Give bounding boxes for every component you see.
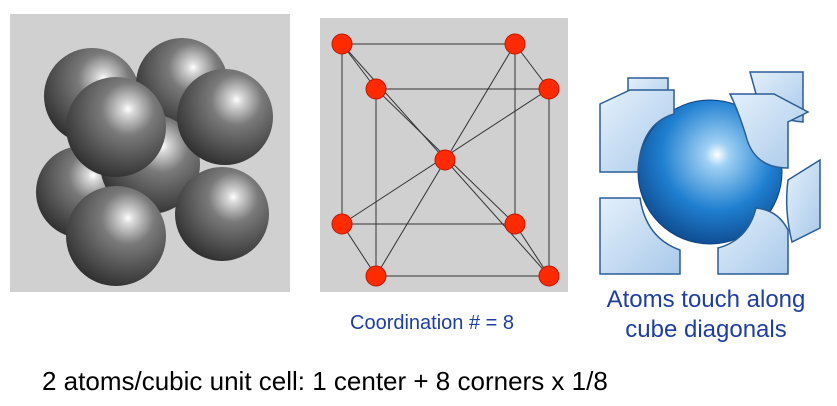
- coordination-caption: Coordination # = 8: [350, 312, 515, 334]
- lattice-point-back-bottom-right: [504, 213, 526, 235]
- atoms-touch-caption-line1: Atoms touch along: [606, 286, 806, 313]
- corner-front-top-right: [728, 93, 810, 169]
- lattice-point-model: [320, 18, 568, 292]
- sphere-front-top-left: [66, 77, 166, 177]
- corner-front-bottom-left: [599, 197, 681, 275]
- lattice-point-front-top-left: [365, 78, 387, 100]
- lattice-point-back-top-right: [504, 33, 526, 55]
- lattice-point-back-bottom-left: [331, 213, 353, 235]
- sphere-front-bottom-left: [66, 186, 166, 286]
- lattice-point-front-bottom-left: [365, 265, 387, 287]
- corner-front-top-left: [599, 89, 675, 173]
- atoms-touch-caption: Atoms touch along cube diagonals: [586, 285, 826, 345]
- lattice-drawing: [331, 33, 560, 287]
- hard-sphere-drawing: [36, 38, 273, 286]
- lattice-point-front-bottom-right: [538, 265, 560, 287]
- unit-cell-count-text: 2 atoms/cubic unit cell: 1 center + 8 co…: [42, 366, 608, 396]
- cutaway-drawing: [599, 71, 821, 275]
- sphere-front-bottom-right: [175, 167, 269, 261]
- lattice-point-center: [434, 149, 456, 171]
- atoms-touch-caption-line2: cube diagonals: [625, 316, 787, 343]
- sphere-front-top-right: [177, 69, 273, 165]
- lattice-point-front-top-right: [538, 78, 560, 100]
- unit-cell-cutaway: [588, 60, 828, 280]
- corner-back-bottom-right: [785, 158, 821, 244]
- corner-front-bottom-right: [717, 207, 789, 275]
- lattice-point-back-top-left: [331, 33, 353, 55]
- hard-sphere-model: [10, 14, 290, 292]
